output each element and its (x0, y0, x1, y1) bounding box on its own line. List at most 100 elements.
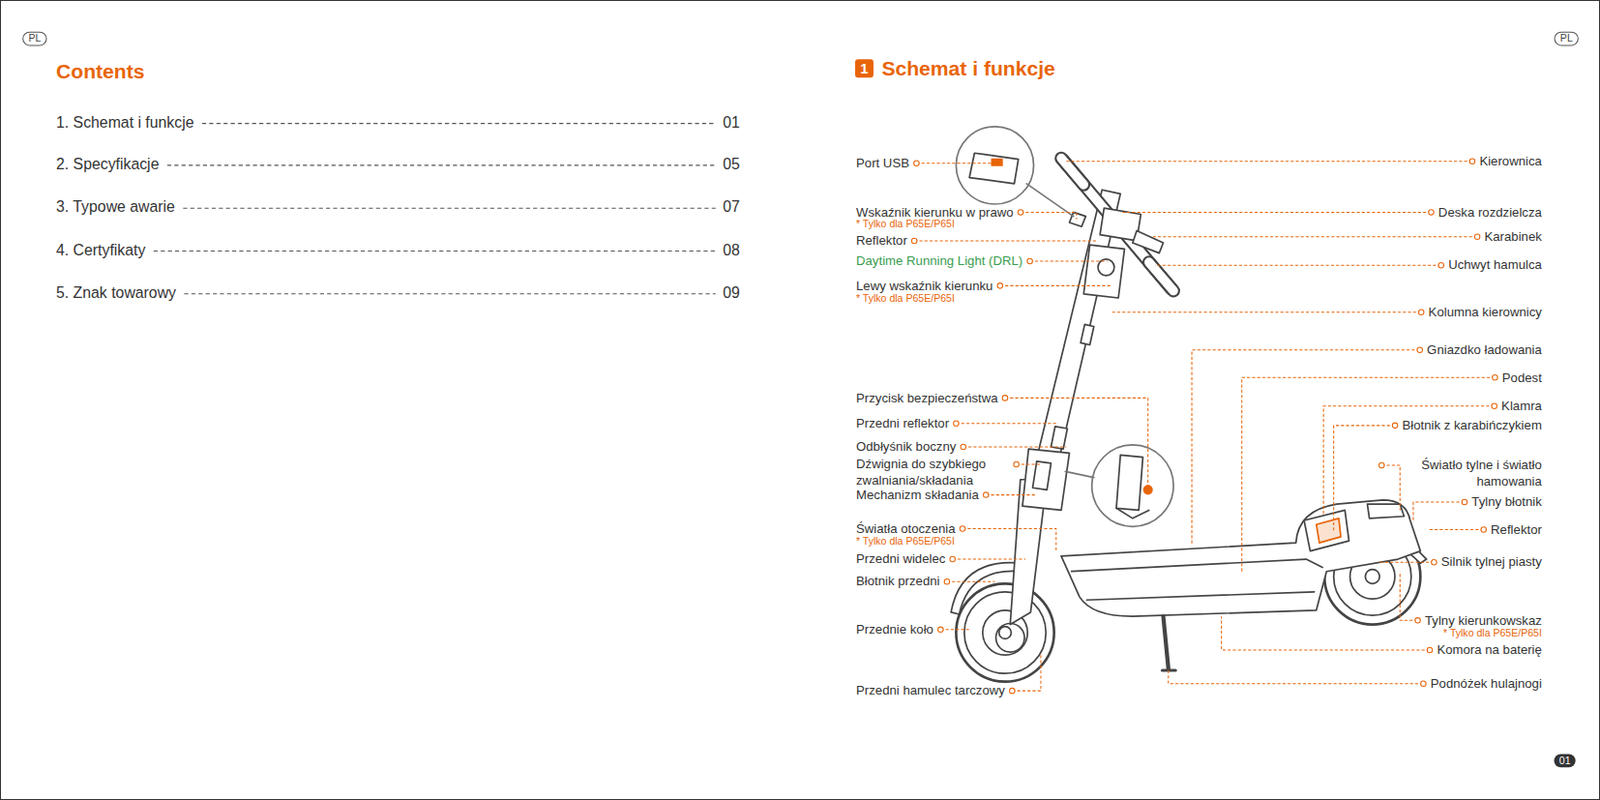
part-label: Dźwignia do szybkiego zwalniania/składan… (856, 456, 1009, 490)
toc-entry: 1. Schemat i funkcje (56, 113, 194, 132)
part-label: Światła otoczenia (856, 520, 956, 537)
leader-dot (1474, 234, 1480, 239)
part-label: Reflektor (1490, 521, 1542, 538)
leader-dot (997, 283, 1003, 289)
toc-dash-line (183, 293, 715, 295)
leader-line (1112, 311, 1422, 313)
part-label: Kolumna kierownicy (1428, 303, 1542, 321)
part-label: Port USB (856, 154, 910, 172)
toc-page-number: 09 (722, 283, 741, 302)
leader-line (940, 628, 970, 630)
leader-line (1168, 669, 1424, 684)
leader-line (1155, 265, 1442, 267)
leader-line (1000, 285, 1113, 287)
node-num: 01 (1554, 754, 1576, 769)
model-note: * Tylko dla P65E/P65I (856, 218, 955, 232)
model-note: * Tylko dla P65E/P65I (856, 293, 955, 306)
part-label: Kierownica (1479, 152, 1541, 170)
leader-line (947, 581, 996, 583)
toc-entry: 5. Znak towarowy (56, 283, 177, 302)
leader-dot (960, 444, 966, 449)
part-label: Podnóżek hulajnogi (1430, 675, 1542, 692)
leader-line (1221, 616, 1430, 651)
leader-dot (1426, 647, 1432, 652)
part-label: Silnik tylnej piasty (1441, 554, 1542, 571)
leader-dot (1417, 347, 1423, 353)
part-label: Lewy wskaźnik kierunku (856, 277, 993, 295)
leader-dot (959, 526, 965, 532)
toc-page-number: 08 (722, 240, 741, 260)
leader-dot (1013, 461, 1019, 467)
part-label: Przedni hamulec tarczowy (856, 682, 1006, 700)
section-heading: Schemat i funkcje (881, 56, 1055, 81)
part-label: Tylny błotnik (1471, 494, 1542, 511)
language-tag: PL (22, 31, 48, 47)
part-label: Daytime Running Light (DRL) (856, 253, 1023, 270)
toc-dash-line (167, 164, 716, 166)
leader-dot (953, 420, 959, 426)
leader-line (1066, 160, 1473, 162)
leader-dot (1017, 209, 1023, 215)
leader-line (1011, 652, 1041, 691)
leader-dot (982, 492, 988, 498)
language-tag: PL (1554, 31, 1580, 47)
leader-dot (1379, 462, 1385, 468)
leader-line (1381, 465, 1400, 510)
leader-dot (1438, 263, 1444, 268)
leader-line (1005, 397, 1149, 488)
toc-dash-line (153, 250, 716, 252)
leader-line (916, 162, 995, 164)
leader-dot (1481, 527, 1486, 533)
part-label: Światło tylne i światło hamowania (1389, 457, 1542, 491)
part-label: Komora na baterię (1436, 641, 1541, 658)
page-number: 01 (1554, 754, 1576, 769)
model-note: * Tylko dla P65E/P65I (1443, 627, 1542, 641)
leader-line (963, 445, 1067, 447)
part-label: Klamra (1501, 397, 1542, 415)
leader-dot (914, 160, 919, 166)
leader-dot (1491, 403, 1497, 409)
part-label: Reflektor (856, 233, 908, 250)
toc-entry: 3. Typowe awarie (56, 198, 176, 217)
leader-dot (1418, 309, 1423, 315)
leader-dot (1461, 499, 1467, 504)
leader-dot (1428, 209, 1434, 215)
leader-line (955, 422, 1056, 424)
leader-dot (1415, 618, 1421, 623)
leader-dot (1027, 258, 1033, 264)
section-badge: 1 (855, 59, 874, 78)
toc-entry: 4. Certyfikaty (56, 240, 146, 260)
part-label: Przednie koło (856, 621, 934, 638)
leader-line (1413, 502, 1465, 523)
leader-line (1030, 261, 1108, 263)
leader-dot (1431, 559, 1437, 564)
part-label: Odbłyśnik boczny (856, 439, 956, 456)
leader-line (1122, 211, 1431, 213)
leader-line (1399, 571, 1418, 622)
leader-line (1020, 211, 1077, 219)
part-label: Przycisk bezpieczeństwa (856, 389, 999, 407)
leader-line (952, 559, 1026, 561)
leader-dot (1392, 422, 1397, 428)
part-label: Gniazdko ładowania (1426, 341, 1542, 358)
contents-title: Contents (56, 59, 145, 84)
toc-page-number: 05 (722, 154, 741, 174)
leader-line (1377, 562, 1434, 563)
node-head: 1 Schemat i funkcje (855, 56, 1056, 81)
leader-dot (938, 626, 944, 632)
node-pill: PL (1554, 31, 1580, 47)
part-label: Uchwyt hamulca (1448, 257, 1542, 274)
leader-line (985, 494, 1036, 496)
leader-dot (1492, 375, 1498, 381)
leader-line (962, 528, 1057, 551)
part-label: Błotnik przedni (856, 573, 940, 591)
leader-dot (1421, 681, 1426, 686)
toc-page-number: 01 (722, 113, 741, 132)
part-label: Wskaźnik kierunku w prawo (856, 204, 1014, 221)
part-label: Tylny kierunkowskaz (1424, 612, 1542, 629)
leader-dot (949, 556, 955, 562)
leader-line (1153, 236, 1478, 238)
